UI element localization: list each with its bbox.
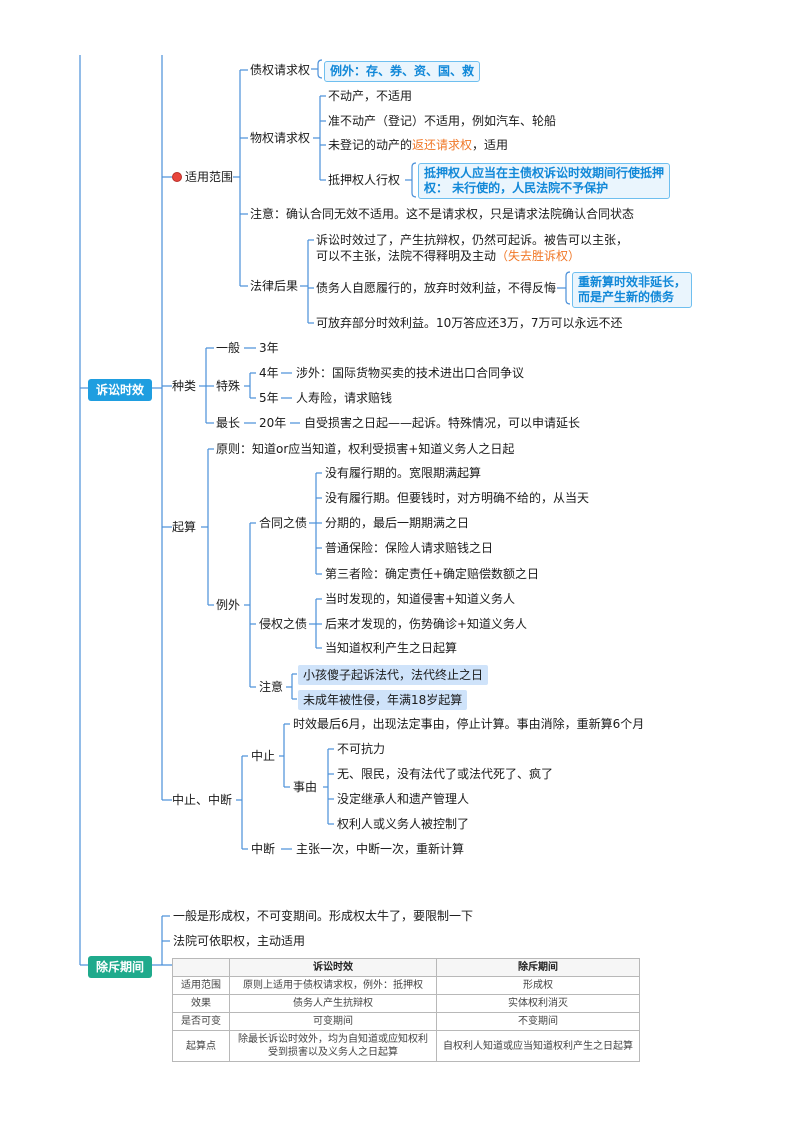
comparison-table: 诉讼时效 除斥期间 适用范围 原则上适用于债权请求权，例外：抵押权 形成权 效果… [172, 958, 640, 1062]
contract-item-4: 普通保险：保险人请求赔钱之日 [325, 541, 494, 555]
marker-icon [172, 171, 182, 182]
consequence-2-note: 重新算时效非延长，而是产生新的债务 [572, 272, 693, 308]
scope-notice: 注意：确认合同无效不适用。这不是请求权，只是请求法院确认合同状态 [250, 207, 635, 221]
exclusion-line-2: 法院可依职权，主动适用 [173, 934, 306, 948]
table-cell: 起算点 [172, 1030, 230, 1062]
start-exception[interactable]: 例外 [216, 598, 241, 612]
consequence-1a: 诉讼时效过了，产生抗辩权，仍然可起诉。被告可以主张， [316, 233, 629, 247]
property-item-4: 抵押权人行权 [328, 173, 401, 187]
suspension-node[interactable]: 中止 [251, 749, 276, 763]
reason-node[interactable]: 事由 [293, 780, 318, 794]
tort-item-2: 后来才发现的，伤势确诊+知道义务人 [325, 617, 528, 631]
table-cell: 原则上适用于债权请求权，例外：抵押权 [229, 976, 437, 995]
types-special-4-desc: 涉外：国际货物买卖的技术进出口合同争议 [296, 366, 525, 380]
table-header-row: 诉讼时效 除斥期间 [172, 958, 640, 977]
table-header: 除斥期间 [436, 958, 640, 977]
reason-item-2: 无、限民，没有法代了或法代死了、疯了 [337, 767, 554, 781]
mortgage-note: 抵押权人应当在主债权诉讼时效期间行使抵押权： 未行使的，人民法院不予保护 [418, 163, 671, 199]
table-cell: 是否可变 [172, 1012, 230, 1031]
root-limitation[interactable]: 诉讼时效 [88, 379, 153, 401]
consequence-node[interactable]: 法律后果 [250, 279, 299, 293]
table-row: 是否可变 可变期间 不变期间 [172, 1012, 640, 1031]
property-item-1: 不动产，不适用 [328, 89, 413, 103]
table-cell: 不变期间 [436, 1012, 640, 1031]
table-cell: 实体权利消灭 [436, 994, 640, 1013]
start-contract[interactable]: 合同之债 [259, 516, 308, 530]
start-principle: 原则：知道or应当知道，权利受损害+知道义务人之日起 [216, 442, 515, 456]
reason-item-1: 不可抗力 [337, 742, 386, 756]
contract-item-5: 第三者险：确定责任+确定赔偿数额之日 [325, 567, 540, 581]
reason-item-4: 权利人或义务人被控制了 [337, 817, 470, 831]
contract-item-1: 没有履行期的。宽限期满起算 [325, 466, 482, 480]
tort-item-1: 当时发现的，知道侵害+知道义务人 [325, 592, 516, 606]
start-tort[interactable]: 侵权之债 [259, 617, 308, 631]
table-cell: 效果 [172, 994, 230, 1013]
types-general[interactable]: 一般 [216, 341, 241, 355]
exclusion-line-1: 一般是形成权，不可变期间。形成权太牛了，要限制一下 [173, 909, 474, 923]
types-special[interactable]: 特殊 [216, 379, 241, 393]
types-longest[interactable]: 最长 [216, 416, 241, 430]
root-exclusion[interactable]: 除斥期间 [88, 956, 153, 978]
table-cell: 债务人产生抗辩权 [229, 994, 437, 1013]
table-cell: 适用范围 [172, 976, 230, 995]
property-claim[interactable]: 物权请求权 [250, 131, 311, 145]
table-cell: 形成权 [436, 976, 640, 995]
suspend-node[interactable]: 中止、中断 [172, 793, 233, 807]
contract-item-3: 分期的，最后一期期满之日 [325, 516, 470, 530]
consequence-2: 债务人自愿履行的，放弃时效利益，不得反悔 [316, 281, 557, 295]
contract-item-2: 没有履行期。但要钱时，对方明确不给的，从当天 [325, 491, 590, 505]
types-general-value: 3年 [259, 341, 279, 355]
table-cell: 可变期间 [229, 1012, 437, 1031]
table-cell: 除最长诉讼时效外，均为自知道或应知权利受到损害以及义务人之日起算 [229, 1030, 437, 1062]
reason-item-3: 没定继承人和遗产管理人 [337, 792, 470, 806]
types-longest-desc: 自受损害之日起——起诉。特殊情况，可以申请延长 [304, 416, 581, 430]
table-header: 诉讼时效 [229, 958, 437, 977]
types-longest-value: 20年 [259, 416, 287, 430]
attention-item-1: 小孩傻子起诉法代，法代终止之日 [298, 665, 489, 685]
creditor-note: 例外：存、券、资、国、救 [324, 61, 481, 82]
types-special-4: 4年 [259, 366, 279, 380]
scope-node[interactable]: 适用范围 [172, 170, 233, 185]
consequence-3: 可放弃部分时效利益。10万答应还3万，7万可以永远不还 [316, 316, 623, 330]
suspension-main: 时效最后6月，出现法定事由，停止计算。事由消除，重新算6个月 [293, 717, 645, 731]
table-row: 效果 债务人产生抗辩权 实体权利消灭 [172, 994, 640, 1013]
attention-item-2: 未成年被性侵，年满18岁起算 [298, 690, 468, 710]
table-row: 适用范围 原则上适用于债权请求权，例外：抵押权 形成权 [172, 976, 640, 995]
interruption-node[interactable]: 中断 [251, 842, 276, 856]
interruption-desc: 主张一次，中断一次，重新计算 [296, 842, 465, 856]
tort-item-3: 当知道权利产生之日起算 [325, 641, 458, 655]
creditor-claim[interactable]: 债权请求权 [250, 63, 311, 77]
property-item-2: 准不动产（登记）不适用，例如汽车、轮船 [328, 114, 557, 128]
property-item-3: 未登记的动产的返还请求权，适用 [328, 138, 509, 152]
start-attention[interactable]: 注意 [259, 680, 284, 694]
start-node[interactable]: 起算 [172, 520, 197, 534]
types-node[interactable]: 种类 [172, 379, 197, 393]
types-special-5: 5年 [259, 391, 279, 405]
types-special-5-desc: 人寿险，请求赔钱 [296, 391, 393, 405]
table-cell: 自权利人知道或应当知道权利产生之日起算 [436, 1030, 640, 1062]
table-header [172, 958, 230, 977]
table-row: 起算点 除最长诉讼时效外，均为自知道或应知权利受到损害以及义务人之日起算 自权利… [172, 1030, 640, 1062]
consequence-1b: 可以不主张，法院不得释明及主动（失去胜诉权） [316, 249, 581, 263]
